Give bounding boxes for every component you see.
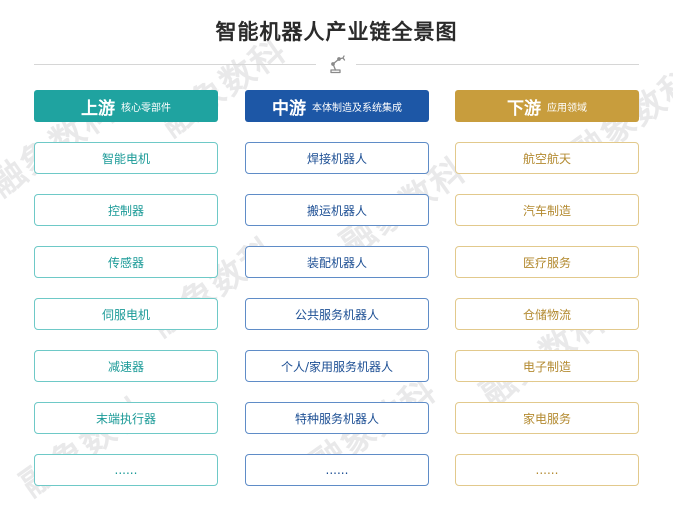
chain-item: 末端执行器	[34, 402, 218, 434]
column-downstream: 下游 应用领域 航空航天 汽车制造 医疗服务 仓储物流 电子制造 家电服务 ..…	[455, 90, 639, 486]
column-header-upstream: 上游 核心零部件	[34, 90, 218, 122]
chain-item: 个人/家用服务机器人	[245, 350, 429, 382]
robot-arm-icon	[330, 55, 346, 74]
chain-item: 减速器	[34, 350, 218, 382]
chain-item: 特种服务机器人	[245, 402, 429, 434]
column-name: 中游	[272, 98, 306, 119]
column-subtitle: 应用领域	[547, 102, 587, 114]
chain-item: 焊接机器人	[245, 142, 429, 174]
column-name: 下游	[507, 98, 541, 119]
chain-item-more: ......	[34, 454, 218, 486]
column-header-downstream: 下游 应用领域	[455, 90, 639, 122]
divider-line	[34, 64, 316, 65]
chain-item: 汽车制造	[455, 194, 639, 226]
column-header-midstream: 中游 本体制造及系统集成	[245, 90, 429, 122]
page-title: 智能机器人产业链全景图	[215, 20, 458, 44]
chain-item: 医疗服务	[455, 246, 639, 278]
divider-line	[356, 64, 639, 65]
column-midstream: 中游 本体制造及系统集成 焊接机器人 搬运机器人 装配机器人 公共服务机器人 个…	[245, 90, 429, 486]
chain-item: 公共服务机器人	[245, 298, 429, 330]
chain-item: 电子制造	[455, 350, 639, 382]
chain-item: 搬运机器人	[245, 194, 429, 226]
column-subtitle: 本体制造及系统集成	[312, 102, 402, 114]
chain-item: 仓储物流	[455, 298, 639, 330]
column-upstream: 上游 核心零部件 智能电机 控制器 传感器 伺服电机 减速器 末端执行器 ...…	[34, 90, 218, 486]
chain-item: 控制器	[34, 194, 218, 226]
chain-item: 传感器	[34, 246, 218, 278]
column-name: 上游	[81, 98, 115, 119]
chain-item: 家电服务	[455, 402, 639, 434]
chain-item: 智能电机	[34, 142, 218, 174]
chain-item: 伺服电机	[34, 298, 218, 330]
column-subtitle: 核心零部件	[121, 102, 171, 114]
chain-item-more: ......	[245, 454, 429, 486]
chain-item: 航空航天	[455, 142, 639, 174]
chain-item: 装配机器人	[245, 246, 429, 278]
chain-item-more: ......	[455, 454, 639, 486]
